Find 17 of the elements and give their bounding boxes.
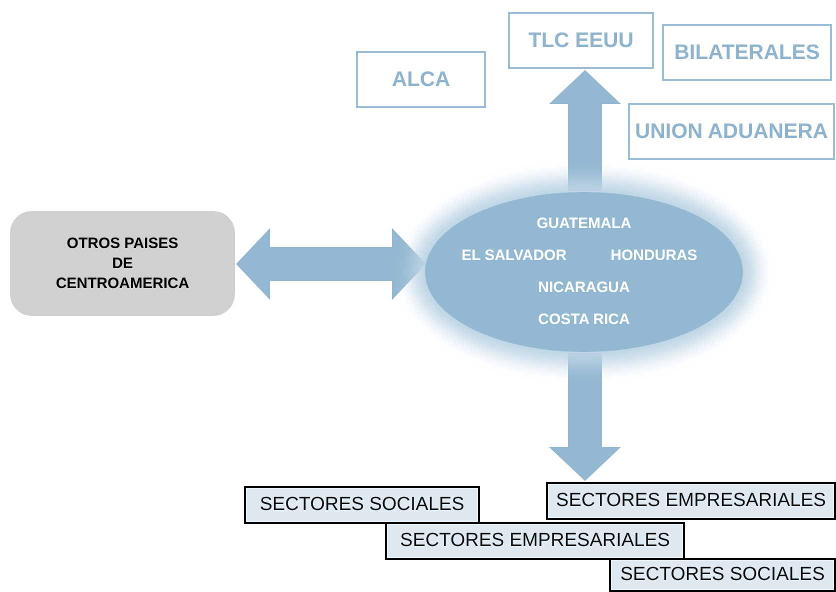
agreement-box: BILATERALES	[662, 24, 832, 81]
sector-box: SECTORES SOCIALES	[244, 486, 480, 524]
agreement-box: TLC EEUU	[508, 12, 654, 69]
region-box: OTROS PAISES DE CENTROAMERICA	[10, 211, 235, 316]
sector-box: SECTORES EMPRESARIALES	[546, 482, 836, 520]
sector-box: SECTORES SOCIALES	[609, 558, 836, 592]
country-name: GUATEMALA	[536, 214, 632, 234]
block-arrow	[236, 228, 426, 300]
agreement-box: UNION ADUANERA	[628, 103, 835, 160]
country-name: EL SALVADOR	[462, 246, 567, 266]
country-name: COSTA RICA	[538, 310, 630, 330]
sector-box: SECTORES EMPRESARIALES	[385, 522, 685, 560]
country-name: NICARAGUA	[538, 278, 630, 298]
country-name: HONDURAS	[610, 246, 698, 266]
block-arrow	[549, 70, 621, 191]
block-arrow	[549, 353, 621, 481]
agreement-box: ALCA	[356, 51, 486, 108]
